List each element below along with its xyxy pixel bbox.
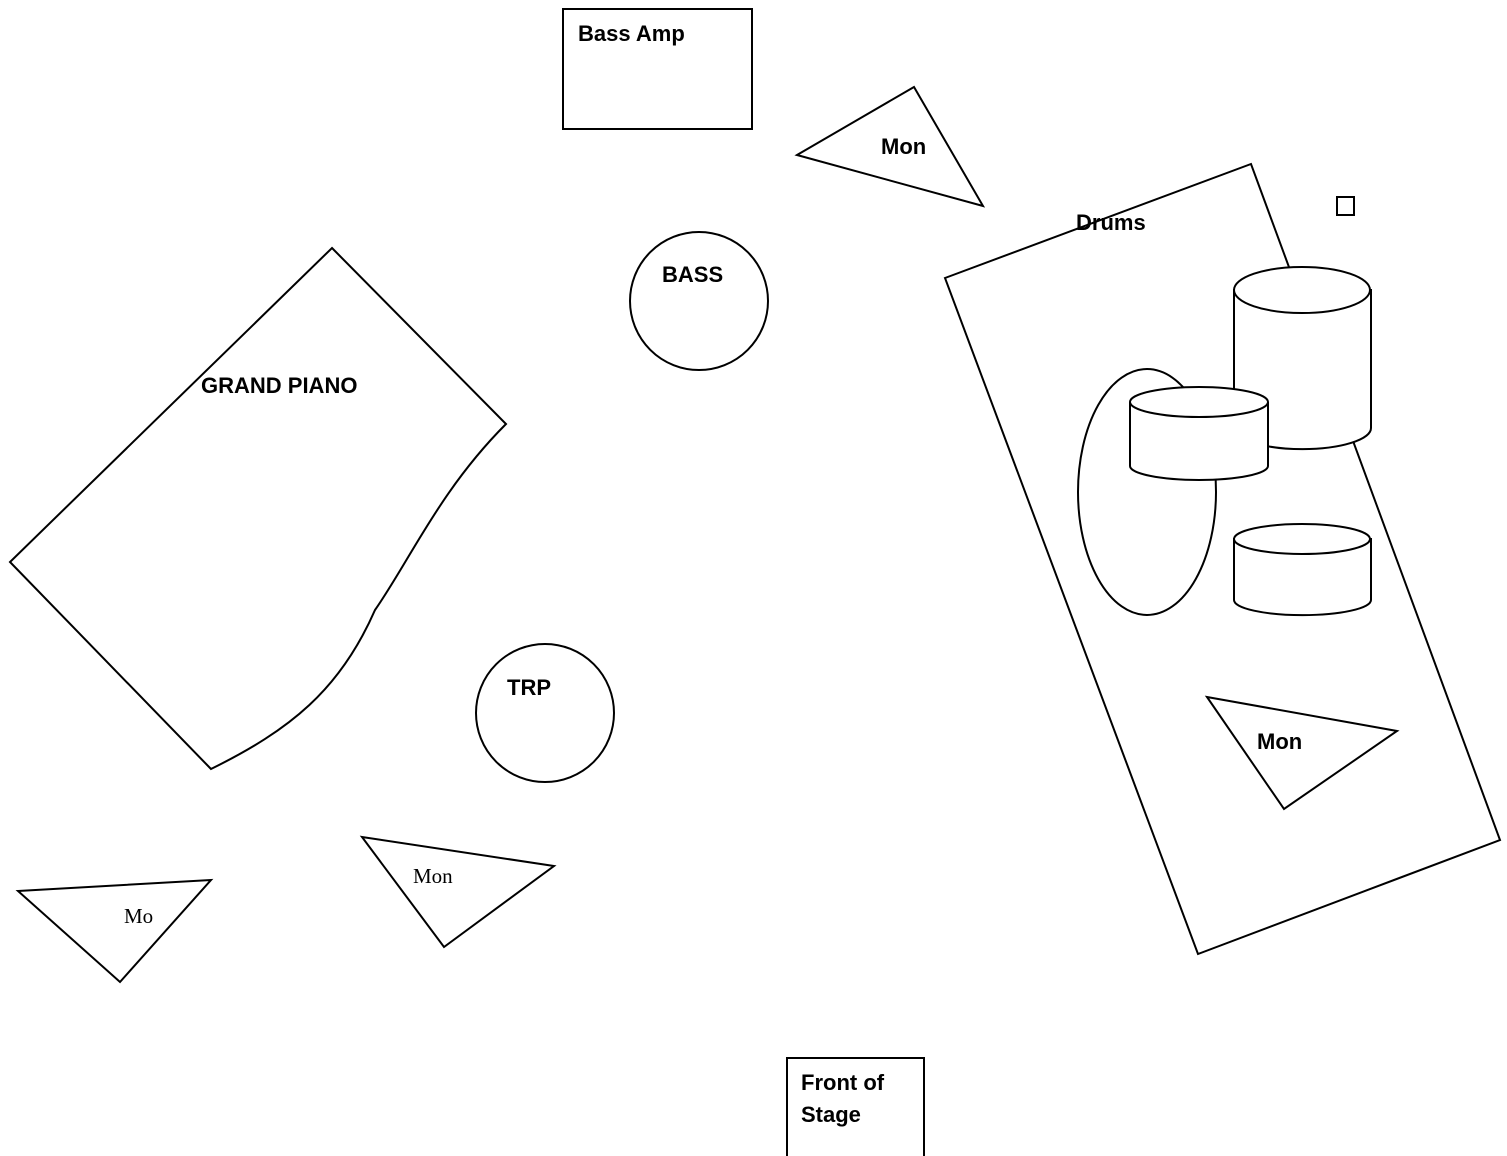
drums-label: Drums	[1076, 210, 1146, 235]
grand-piano[interactable]: GRAND PIANO	[8, 246, 508, 771]
tom-drum[interactable]	[1233, 523, 1372, 617]
bass-label: BASS	[662, 262, 723, 287]
small-square-marker	[1336, 196, 1355, 216]
front-of-stage-line1: Front of	[801, 1070, 885, 1095]
front-of-stage-line2: Stage	[801, 1102, 861, 1127]
front-of-stage-marker[interactable]: Front of Stage	[786, 1057, 925, 1156]
monitor-center-label: Mon	[413, 864, 453, 888]
monitor-left[interactable]: Mo	[15, 878, 214, 984]
grand-piano-label: GRAND PIANO	[201, 373, 357, 398]
trumpet-position[interactable]: TRP	[475, 643, 615, 783]
monitor-top-label: Mon	[881, 134, 926, 159]
bass-amp-label: Bass Amp	[578, 21, 685, 46]
drum-riser[interactable]: Drums	[943, 162, 1502, 956]
monitor-drums-label: Mon	[1257, 729, 1302, 754]
trp-label: TRP	[507, 675, 551, 700]
monitor-drums[interactable]: Mon	[1204, 695, 1400, 811]
monitor-center[interactable]: Mon	[359, 835, 557, 949]
bass-position[interactable]: BASS	[629, 231, 769, 371]
bass-amp[interactable]: Bass Amp	[562, 8, 753, 130]
monitor-top[interactable]: Mon	[794, 85, 986, 208]
monitor-left-label: Mo	[124, 904, 153, 928]
snare-drum[interactable]	[1129, 386, 1269, 481]
